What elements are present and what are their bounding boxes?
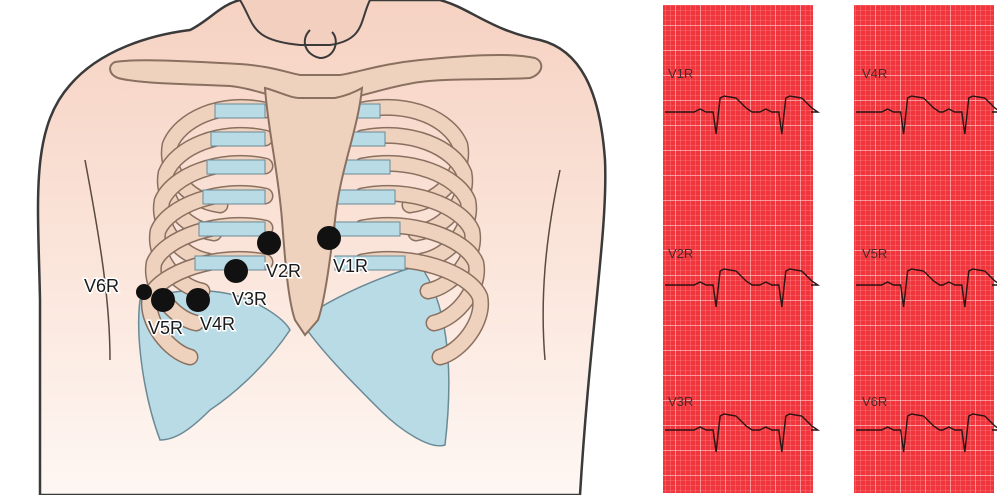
cartilage-left-4 bbox=[203, 190, 265, 204]
electrode-v3r bbox=[224, 259, 248, 283]
ecg-label-v1r: V1R bbox=[668, 66, 693, 81]
cartilage-left-5 bbox=[199, 222, 265, 236]
electrode-v1r bbox=[317, 226, 341, 250]
ecg-strip-right: V4R V5R V6R bbox=[854, 5, 997, 493]
electrode-label-v3r: V3R bbox=[232, 289, 267, 309]
ecg-label-v4r: V4R bbox=[862, 66, 887, 81]
ecg-strip-left: V1R V2R V3R bbox=[663, 5, 818, 493]
electrode-label-v5r: V5R bbox=[148, 318, 183, 338]
cartilage-left-3 bbox=[207, 160, 265, 174]
cartilage-right-4 bbox=[335, 190, 395, 204]
cartilage-left-1 bbox=[215, 104, 265, 118]
electrode-v2r bbox=[257, 231, 281, 255]
electrode-label-v2r: V2R bbox=[266, 261, 301, 281]
electrode-label-v6r: V6R bbox=[84, 276, 119, 296]
ecg-label-v5r: V5R bbox=[862, 246, 887, 261]
cartilage-right-5 bbox=[335, 222, 400, 236]
electrode-label-v1r: V1R bbox=[333, 256, 368, 276]
electrode-label-v4r: V4R bbox=[200, 314, 235, 334]
electrode-v5r bbox=[151, 288, 175, 312]
cartilage-left-2 bbox=[211, 132, 265, 146]
electrode-v4r bbox=[186, 288, 210, 312]
ecg-label-v3r: V3R bbox=[668, 394, 693, 409]
ecg-label-v6r: V6R bbox=[862, 394, 887, 409]
electrode-v6r bbox=[136, 284, 152, 300]
ecg-label-v2r: V2R bbox=[668, 246, 693, 261]
